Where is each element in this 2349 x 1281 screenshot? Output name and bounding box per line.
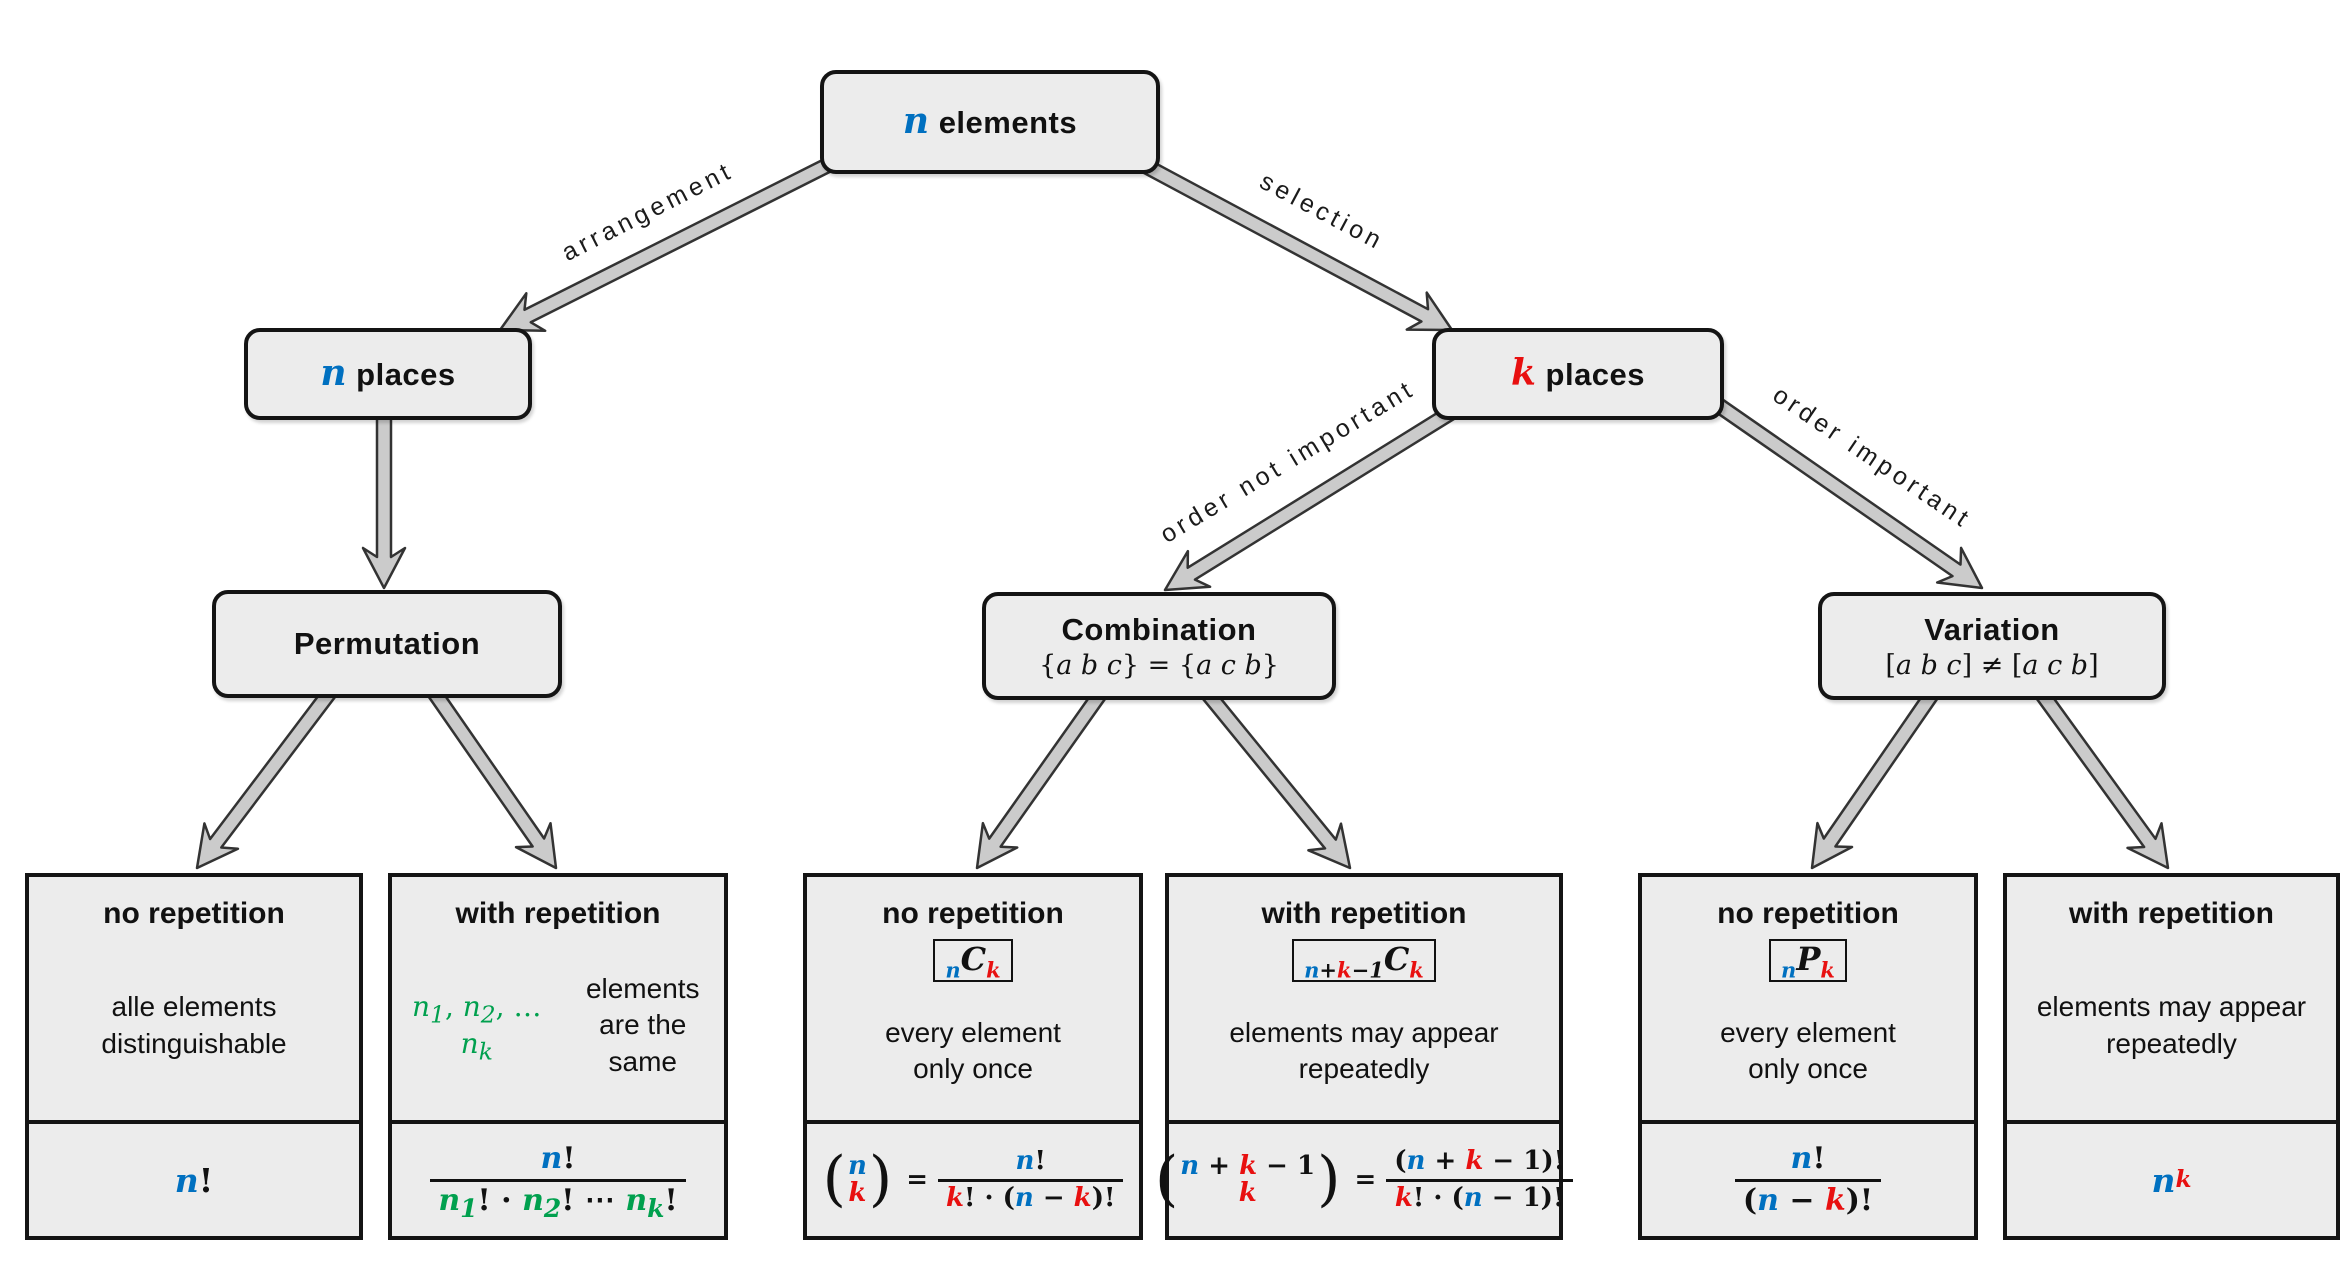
card-combination-with-repetition: with repetition n+k−1Ck elements may app… <box>1155 873 1574 1240</box>
arrow-combination-to-with-rep <box>1201 688 1352 870</box>
card-heading: no repetition <box>882 897 1064 930</box>
card-heading: with repetition <box>2069 897 2274 930</box>
arrow-variation-to-with-rep <box>2035 688 2170 870</box>
arrow-k-places-to-combination <box>1163 404 1457 592</box>
arrow-root-to-n-places <box>498 156 835 333</box>
node-permutation-label: Permutation <box>293 626 481 661</box>
symbol-nCk: nCk <box>933 939 1013 983</box>
arrow-permutation-to-with-rep <box>426 686 558 870</box>
node-n-places-label: n places <box>320 352 456 394</box>
symbol-n-plus-k-minus-1-Ck: n+k−1Ck <box>1292 939 1436 983</box>
formula-multiset-permutation: n!n1! · n2! ⋯ nk! <box>430 1141 686 1221</box>
node-variation-label: Variation <box>1924 611 2060 647</box>
arrow-variation-to-no-rep <box>1810 688 1940 870</box>
node-variation-example: [a b c] ≠ [a c b] <box>1885 649 2099 681</box>
arrow-root-to-k-places <box>1137 156 1454 332</box>
arrow-n-places-to-permutation <box>361 410 407 590</box>
node-n-elements: n elements <box>820 70 1160 174</box>
node-variation: Variation [a b c] ≠ [a c b] <box>1818 592 2166 700</box>
formula-k-permutation: n!(n − k)! <box>1734 1141 1882 1218</box>
card-heading: no repetition <box>1717 897 1899 930</box>
node-n-places: n places <box>244 328 532 420</box>
node-k-places-label: k places <box>1510 352 1646 394</box>
arrow-k-places-to-variation <box>1702 390 1984 590</box>
node-permutation: Permutation <box>212 590 562 698</box>
symbol-nPk: nPk <box>1769 939 1847 983</box>
node-n-elements-label: n elements <box>902 100 1078 142</box>
card-heading: no repetition <box>103 897 285 930</box>
node-combination: Combination {a b c} = {a c b} <box>982 592 1336 700</box>
node-k-places: k places <box>1432 328 1724 420</box>
formula-n-factorial: n! <box>174 1160 214 1200</box>
card-heading: with repetition <box>455 897 661 930</box>
node-combination-example: {a b c} = {a c b} <box>1039 649 1279 681</box>
arrow-combination-to-no-rep <box>975 688 1107 870</box>
node-combination-label: Combination <box>1061 611 1257 647</box>
arrow-permutation-to-no-rep <box>195 686 337 870</box>
card-heading: with repetition <box>1261 897 1467 930</box>
